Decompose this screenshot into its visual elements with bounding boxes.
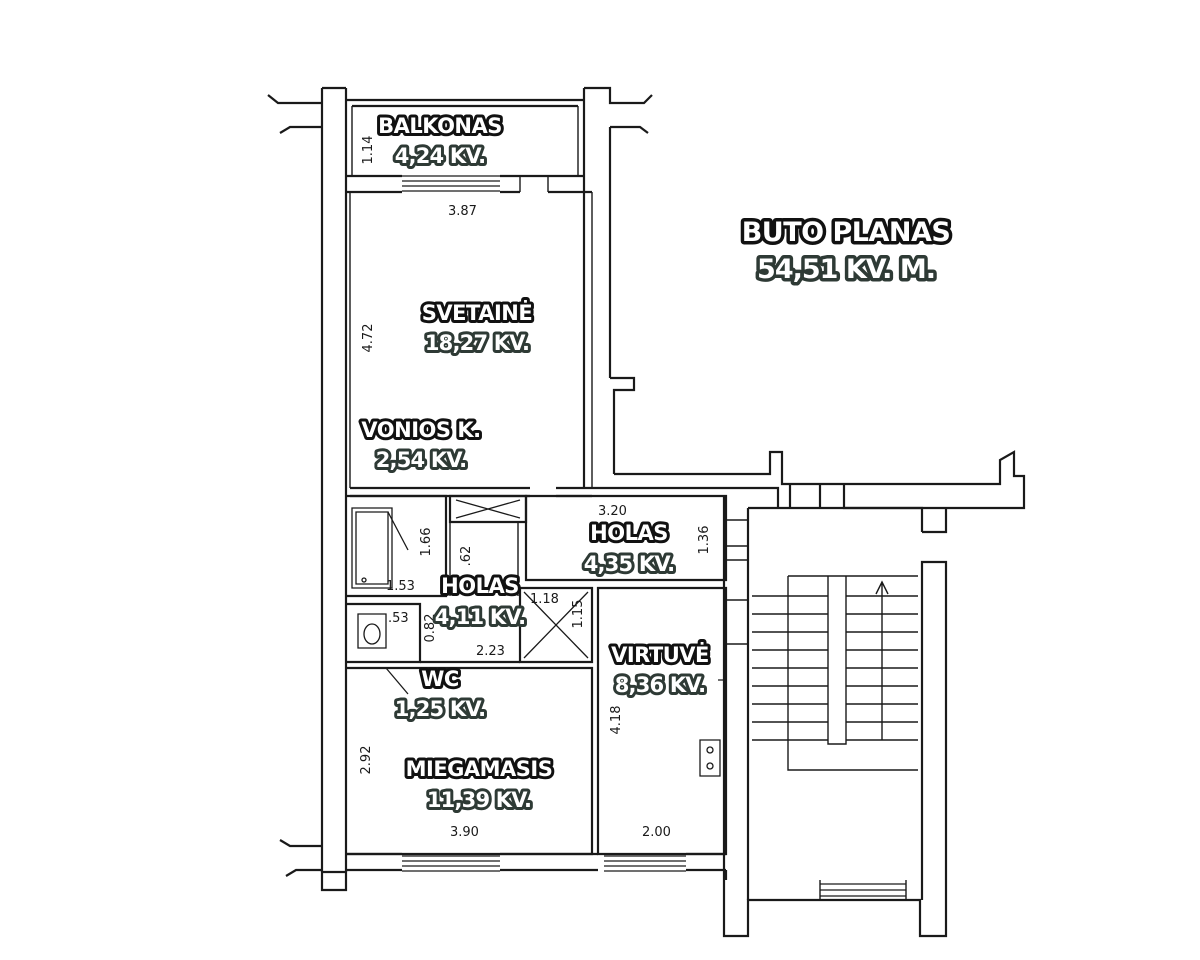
dim-bedroom-width: 3.90 xyxy=(450,825,479,840)
dim-balcony-depth: 1.14 xyxy=(361,136,376,165)
staircase xyxy=(722,496,948,938)
room-area-holas-1: 4,35 KV. xyxy=(584,552,675,576)
walls xyxy=(267,86,1026,872)
partitions xyxy=(279,494,748,892)
room-name-balkonas: BALKONAS xyxy=(378,114,502,138)
dim-closet2-depth: 1.15 xyxy=(571,600,586,629)
room-name-vonios: VONIOS K. xyxy=(361,418,480,442)
dim-kitchen-width: 2.00 xyxy=(642,825,671,840)
room-name-miegamasis: MIEGAMASIS xyxy=(406,757,553,781)
dim-closet-depth: .62 xyxy=(459,546,474,567)
plan-title-block: BUTO PLANAS 54,51 KV. M. xyxy=(738,214,954,289)
dim-closet2-width: 1.18 xyxy=(530,592,559,607)
plan-title: BUTO PLANAS xyxy=(742,217,951,248)
room-area-virtuve: 8,36 KV. xyxy=(615,673,706,697)
room-name-virtuve: VIRTUVĖ xyxy=(611,642,709,667)
dim-living-width: 3.87 xyxy=(448,204,477,219)
dim-living-length: 4.72 xyxy=(361,324,376,353)
room-labels: BALKONAS 4,24 KV. SVETAINĖ 18,27 KV. VON… xyxy=(358,111,712,815)
dim-bath-length: 1.66 xyxy=(419,528,434,557)
room-area-holas-2: 4,11 KV. xyxy=(435,605,526,629)
room-name-wc: WC xyxy=(421,667,459,691)
dim-wc-depth: 0.82 xyxy=(423,614,438,643)
room-area-vonios: 2,54 KV. xyxy=(376,448,467,472)
plan-total-area: 54,51 KV. M. xyxy=(757,254,935,285)
dim-bath-width: 1.53 xyxy=(386,579,415,594)
room-name-holas-2: HOLAS xyxy=(441,574,519,598)
room-area-wc: 1,25 KV. xyxy=(395,697,486,721)
dimension-labels: 1.14 3.87 4.72 3.20 1.36 1.66 1.53 .62 .… xyxy=(359,136,712,840)
dim-hall2-width: 2.23 xyxy=(476,644,505,659)
room-area-balkonas: 4,24 KV. xyxy=(395,144,486,168)
room-name-svetaine: SVETAINĖ xyxy=(422,300,532,325)
dim-hall-width: 3.20 xyxy=(598,504,627,519)
dim-hall-depth: 1.36 xyxy=(697,526,712,555)
room-area-svetaine: 18,27 KV. xyxy=(425,331,529,355)
dim-wc-width: .53 xyxy=(388,611,409,626)
dim-bedroom-depth: 2.92 xyxy=(359,746,374,775)
dim-kitchen-length: 4.18 xyxy=(609,706,624,735)
room-name-holas-1: HOLAS xyxy=(590,521,668,545)
room-area-miegamasis: 11,39 KV. xyxy=(427,788,531,812)
